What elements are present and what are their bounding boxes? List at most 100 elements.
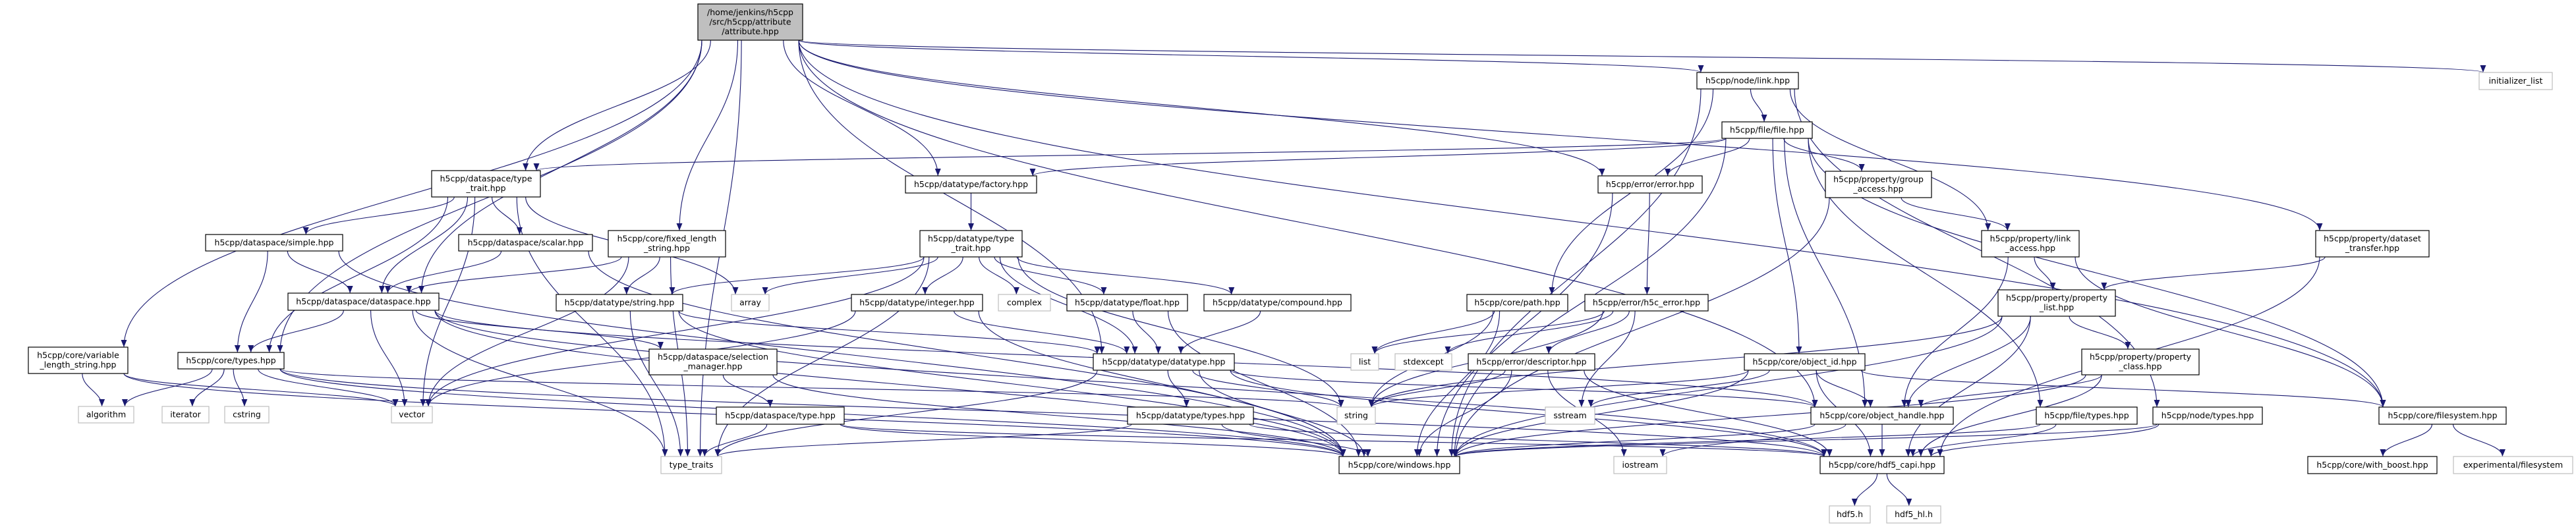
edge-space-type-trait-hpp-to-h5cpp-dataspace-dataspace-hpp	[378, 196, 469, 294]
node-box	[431, 170, 541, 198]
node-h5cpp-dataspace-dataspace-hpp[interactable]: h5cpp/dataspace/dataspace.hpp	[287, 292, 440, 311]
node-h5cpp-core-with-boost-hpp[interactable]: h5cpp/core/with_boost.hpp	[2307, 456, 2438, 474]
node-label: h5cpp/datatype/factory.hpp	[914, 179, 1028, 189]
edge-h5cpp-file-file-hpp-to-h5cpp-property-group-access-hpp	[1783, 138, 1865, 172]
edge-aspace-dataspace-hpp-to-h5cpp-core-hdf5-capi-hpp	[434, 310, 1827, 457]
node-h5cpp-core-fixed-length-string-hpp[interactable]: h5cpp/core/fixed_length_string.hpp	[608, 230, 726, 258]
node-h5cpp-core-filesystem-hpp[interactable]: h5cpp/core/filesystem.hpp	[2378, 406, 2507, 425]
node-h5cpp-core-windows-hpp[interactable]: h5cpp/core/windows.hpp	[1338, 456, 1460, 474]
edge-p-core-object-id-hpp-to-h5cpp-core-object-handle-hpp	[1816, 370, 1874, 408]
node-box	[2152, 406, 2263, 425]
node-h5cpp-datatype-factory-hpp[interactable]: h5cpp/datatype/factory.hpp	[905, 175, 1037, 194]
node-label: _trait.hpp	[465, 183, 505, 193]
node-label: h5cpp/core/path.hpp	[1474, 297, 1560, 307]
node-h5cpp-file-file-hpp[interactable]: h5cpp/file/file.hpp	[1721, 121, 1813, 139]
node-label: h5cpp/file/types.hpp	[2044, 410, 2129, 420]
node-h5cpp-dataspace-simple-hpp[interactable]: h5cpp/dataspace/simple.hpp	[205, 234, 343, 252]
node-h5cpp-core-object-handle-hpp[interactable]: h5cpp/core/object_handle.hpp	[1810, 406, 1954, 425]
edge-atatype-datatype-hpp-to-string	[1192, 370, 1344, 408]
node-label: _length_string.hpp	[40, 360, 117, 370]
node-h5cpp-datatype-compound-hpp[interactable]: h5cpp/datatype/compound.hpp	[1203, 294, 1352, 312]
edge-p-core-object-id-hpp-to-h5cpp-core-filesystem-hpp	[1860, 370, 2386, 408]
node-label: _string.hpp	[643, 243, 690, 253]
edge-le-length-string-hpp-to-algorithm	[82, 373, 105, 407]
node-box	[1613, 456, 1667, 474]
node-label: experimental/filesystem	[2463, 460, 2563, 470]
node-h5cpp-dataspace-type-hpp[interactable]: h5cpp/dataspace/type.hpp	[716, 406, 845, 425]
node-label: h5cpp/node/link.hpp	[1705, 75, 1790, 85]
edge-datatype-integer-hpp-to-h5cpp-core-windows-hpp	[978, 310, 1346, 457]
node-box	[28, 346, 129, 374]
node-h5cpp-file-types-hpp[interactable]: h5cpp/file/types.hpp	[2036, 406, 2138, 425]
node-h5cpp-error-h5c-error-hpp[interactable]: h5cpp/error/h5c_error.hpp	[1584, 294, 1709, 312]
edge--error-h5c-error-hpp-to-list	[1371, 310, 1605, 354]
edge-atype-type-trait-hpp-to-string	[1017, 256, 1344, 408]
node-label: _transfer.hpp	[2345, 243, 2399, 253]
node-label: /attribute.hpp	[722, 26, 779, 36]
node-box	[608, 230, 726, 258]
edge-atatype-datatype-hpp-to-h5cpp-core-hdf5-capi-hpp	[1230, 370, 1827, 457]
edge-ty-property-list-hpp-to-h5cpp-core-windows-hpp	[1452, 316, 2003, 457]
node-h5cpp-error-descriptor-hpp[interactable]: h5cpp/error/descriptor.hpp	[1468, 353, 1595, 371]
node-h5cpp-datatype-integer-hpp[interactable]: h5cpp/datatype/integer.hpp	[851, 294, 983, 312]
node-h5cpp-datatype-float-hpp[interactable]: h5cpp/datatype/float.hpp	[1066, 294, 1188, 312]
node-label: string	[1344, 410, 1368, 420]
node-box	[1744, 353, 1866, 371]
node-h5cpp-datatype-datatype-hpp[interactable]: h5cpp/datatype/datatype.hpp	[1093, 353, 1235, 371]
node-box	[1336, 406, 1376, 425]
node-label: h5cpp/dataspace/simple.hpp	[215, 237, 334, 247]
edge-error-descriptor-hpp-to-string	[1368, 370, 1506, 408]
edge-ty-property-list-hpp-to-h5cpp-core-hdf5-capi-hpp	[1905, 316, 2031, 457]
node-h5cpp-core-types-hpp[interactable]: h5cpp/core/types.hpp	[177, 352, 285, 370]
node-label: /home/jenkins/h5cpp	[707, 7, 793, 17]
node-h5cpp-datatype-types-hpp[interactable]: h5cpp/datatype/types.hpp	[1127, 406, 1254, 425]
node-h5cpp-dataspace-type-trait-hpp[interactable]: h5cpp/dataspace/type_trait.hpp	[431, 170, 541, 198]
edge-ribute-attribute-hpp-to-initializer-list	[798, 40, 2486, 73]
edge-atype-type-trait-hpp-to-h5cpp-datatype-string-hpp	[669, 256, 925, 295]
node-label: h5cpp/file/file.hpp	[1730, 124, 1804, 134]
edge-5cpp-error-error-hpp-to-h5cpp-error-h5c-error-hpp	[1644, 192, 1650, 295]
edge-5cpp-error-error-hpp-to-h5cpp-core-windows-hpp	[1434, 192, 1613, 457]
node-h5cpp-datatype-type-trait-hpp[interactable]: h5cpp/datatype/type_trait.hpp	[919, 230, 1023, 258]
node-h5cpp-property-group-access-hpp[interactable]: h5cpp/property/group_access.hpp	[1825, 171, 1932, 198]
node-box	[1886, 505, 1941, 524]
edge-h5cpp-file-file-hpp-to-h5cpp-core-object-id-hpp	[1772, 138, 1802, 354]
node-h5cpp-error-error-hpp[interactable]: h5cpp/error/error.hpp	[1597, 175, 1703, 194]
edge-ed-length-string-hpp-to-h5cpp-dataspace-dataspace-hpp	[406, 256, 622, 294]
node-label: _trait.hpp	[950, 243, 990, 253]
edge-h5cpp-file-file-hpp-to-h5cpp-file-types-hpp	[1808, 138, 2044, 408]
node-box	[287, 292, 440, 311]
node-h5cpp-property-link-access-hpp[interactable]: h5cpp/property/link_access.hpp	[1981, 230, 2080, 258]
node-h5cpp-core-object-id-hpp[interactable]: h5cpp/core/object_id.hpp	[1744, 353, 1866, 371]
node-h5cpp-core-variable-length-string-hpp[interactable]: h5cpp/core/variable_length_string.hpp	[28, 346, 129, 374]
node-label: h5cpp/property/property	[2006, 293, 2108, 303]
node-h5cpp-dataspace-selection-manager-hpp[interactable]: h5cpp/dataspace/selection_manager.hpp	[648, 348, 778, 375]
node-box	[1545, 406, 1595, 425]
node-h5cpp-datatype-string-hpp[interactable]: h5cpp/datatype/string.hpp	[556, 294, 683, 312]
node-label: list	[1359, 356, 1371, 366]
edge-rty-group-access-hpp-to-h5cpp-property-link-access-hpp	[1901, 197, 2011, 231]
node-h5cpp-property-property-list-hpp[interactable]: h5cpp/property/property_list.hpp	[1997, 289, 2116, 317]
node-label: h5cpp/datatype/compound.hpp	[1213, 297, 1342, 307]
edge-p-dataspace-type-hpp-to-h5cpp-core-windows-hpp	[840, 424, 1346, 457]
edge-p-core-object-id-hpp-to-string	[1368, 370, 1749, 408]
node-h5cpp-dataspace-scalar-hpp[interactable]: h5cpp/dataspace/scalar.hpp	[458, 234, 593, 252]
edge-p-datatype-types-hpp-to-h5cpp-core-windows-hpp	[1221, 424, 1371, 457]
node-box	[1093, 353, 1235, 371]
node-h5cpp-node-link-hpp[interactable]: h5cpp/node/link.hpp	[1696, 72, 1799, 90]
edge-ribute-attribute-hpp-to-h5cpp-datatype-factory-hpp	[783, 40, 941, 177]
edge-datatype-integer-hpp-to-h5cpp-datatype-datatype-hpp	[954, 310, 1130, 354]
node-box	[2315, 230, 2430, 258]
node-h5cpp-node-types-hpp[interactable]: h5cpp/node/types.hpp	[2152, 406, 2263, 425]
node-h5cpp-core-hdf5-capi-hpp[interactable]: h5cpp/core/hdf5_capi.hpp	[1819, 456, 1945, 474]
node-h5cpp-property-property-class-hpp[interactable]: h5cpp/property/property_class.hpp	[2081, 348, 2200, 375]
node-h5cpp-core-path-hpp[interactable]: h5cpp/core/path.hpp	[1466, 294, 1568, 312]
edge-aspace-dataspace-hpp-to-type-traits	[412, 310, 668, 457]
node-box	[177, 352, 285, 370]
node-label: _access.hpp	[2005, 243, 2055, 253]
node-h5cpp-property-dataset-transfer-hpp[interactable]: h5cpp/property/dataset_transfer.hpp	[2315, 230, 2430, 258]
node-string: string	[1336, 406, 1376, 425]
node-stdexcept: stdexcept	[1394, 353, 1452, 371]
edge-h5cpp-node-link-hpp-to-h5cpp-property-link-access-hpp	[1789, 88, 1991, 231]
node-algorithm: algorithm	[78, 406, 134, 424]
